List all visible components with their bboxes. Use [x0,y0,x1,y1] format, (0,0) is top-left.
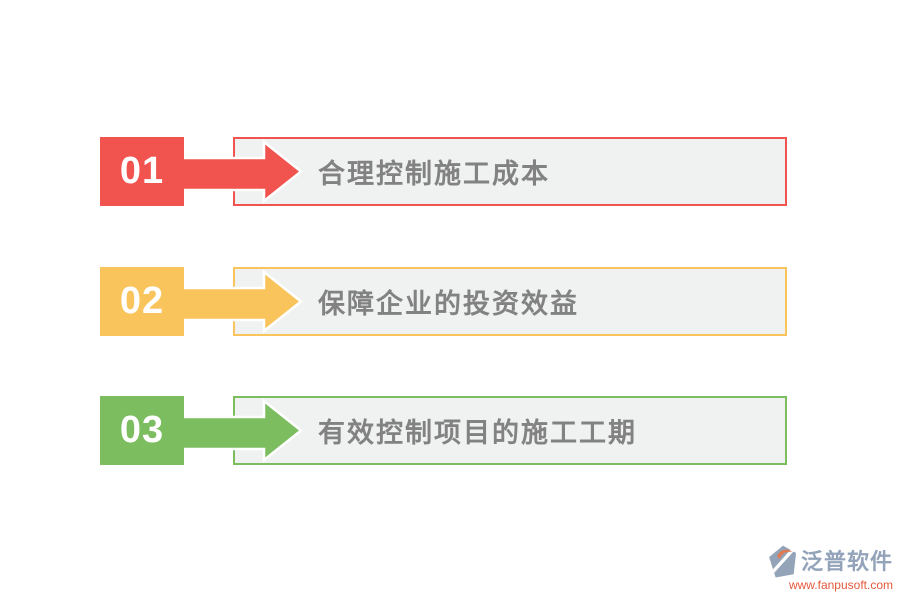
number-badge: 02 [100,267,184,336]
watermark: 泛普软件 www.fanpusoft.com [761,545,893,592]
arrow-right-icon [180,398,304,463]
fanpu-logo-icon [769,545,797,578]
banner-bar: 有效控制项目的施工工期 [233,396,787,465]
watermark-brand-text: 泛普软件 [800,549,893,574]
item-number: 03 [119,409,165,451]
item-label: 保障企业的投资效益 [318,289,579,319]
arrow-right-icon [180,139,304,204]
watermark-url: www.fanpusoft.com [788,578,893,592]
item-label: 有效控制项目的施工工期 [318,418,637,448]
item-label: 合理控制施工成本 [318,159,550,189]
item-number: 01 [119,150,165,192]
item-number: 02 [119,280,165,322]
list-item: 有效控制项目的施工工期 03 [100,396,800,465]
banner-bar: 合理控制施工成本 [233,137,787,206]
list-item: 保障企业的投资效益 02 [100,267,800,336]
arrow-right-icon [180,269,304,334]
number-badge: 01 [100,137,184,206]
list-item: 合理控制施工成本 01 [100,137,800,206]
watermark-brand-row: 泛普软件 [761,545,893,578]
number-badge: 03 [100,396,184,465]
banner-bar: 保障企业的投资效益 [233,267,787,336]
